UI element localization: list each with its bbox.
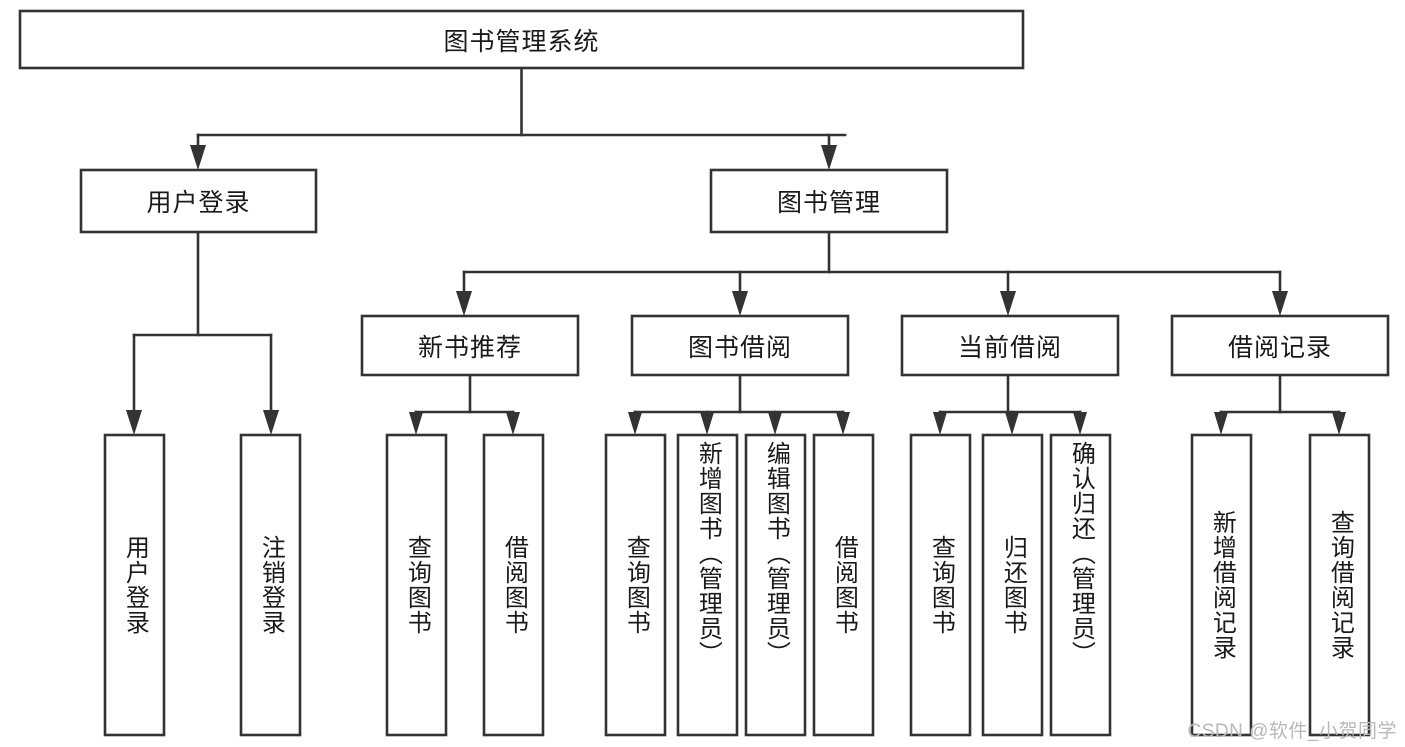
node-box-leaf-add-record[interactable] — [1190, 433, 1253, 737]
connector-bookmanage-to-level3 — [456, 230, 1288, 316]
connector-root-to-level2 — [190, 66, 847, 170]
node-box-leaf-borrow-book-1[interactable] — [482, 433, 545, 737]
node-box-borrow-record[interactable] — [1170, 314, 1390, 377]
connector-borrowrecord-to-leaves — [1214, 373, 1346, 435]
connector-bookborrow-to-leaves — [628, 373, 850, 435]
node-box-book-borrow[interactable] — [630, 314, 850, 377]
node-box-new-book-rec[interactable] — [360, 314, 580, 377]
node-box-leaf-borrow-book-2[interactable] — [812, 433, 875, 737]
node-box-leaf-query-book-2[interactable] — [604, 433, 667, 737]
node-box-user-login[interactable] — [79, 168, 318, 234]
connector-currentborrow-to-leaves — [933, 373, 1087, 435]
node-box-leaf-edit-book[interactable] — [744, 433, 807, 737]
node-box-leaf-return-book[interactable] — [981, 433, 1044, 737]
node-box-book-manage[interactable] — [709, 168, 949, 234]
node-box-leaf-query-book-1[interactable] — [385, 433, 448, 737]
node-box-leaf-logout[interactable] — [239, 433, 302, 737]
node-box-leaf-query-book-3[interactable] — [909, 433, 972, 737]
node-box-root[interactable] — [18, 9, 1025, 70]
connector-newbook-to-leaves — [409, 373, 520, 435]
node-box-leaf-confirm-return[interactable] — [1049, 433, 1112, 737]
node-box-leaf-query-record[interactable] — [1308, 433, 1371, 737]
node-box-current-borrow[interactable] — [900, 314, 1120, 377]
connector-userlogin-to-leaves — [126, 230, 279, 435]
node-box-leaf-user-login[interactable] — [103, 433, 166, 737]
watermark-text: CSDN @软件_小贺同学 — [1187, 721, 1397, 742]
node-box-leaf-add-book[interactable] — [676, 433, 739, 737]
